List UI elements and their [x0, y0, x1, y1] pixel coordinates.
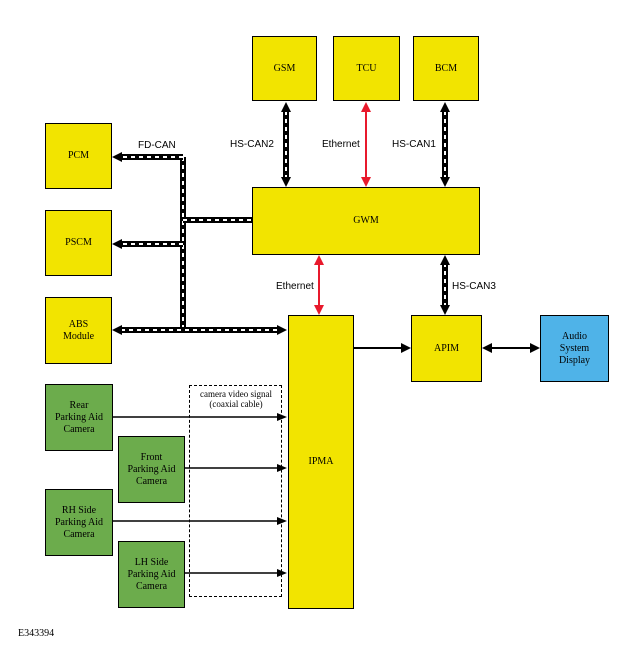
audio-system-display: Audio System Display	[540, 315, 609, 382]
gwm-label: GWM	[353, 215, 379, 226]
camera-signal-label-line2: (coaxial cable)	[209, 399, 263, 409]
ipma-label: IPMA	[308, 456, 334, 467]
ethernet-tcu-link	[361, 102, 371, 187]
rh-side-camera: RH Side Parking Aid Camera	[45, 489, 113, 556]
gsm-label: GSM	[273, 62, 296, 74]
hs-can2-label: HS-CAN2	[230, 139, 274, 150]
ethernet-tcu-label: Ethernet	[322, 139, 360, 150]
pscm-module: PSCM	[45, 210, 112, 276]
front-camera-label: Front Parking Aid Camera	[127, 451, 176, 487]
fd-can-label: FD-CAN	[138, 140, 176, 151]
camera-signal-label: camera video signal (coaxial cable)	[191, 389, 281, 409]
ipma-apim-link	[354, 343, 411, 353]
ethernet-ipma-link	[314, 255, 324, 315]
hs-can1-label: HS-CAN1	[392, 139, 436, 150]
hs-can3-label: HS-CAN3	[452, 281, 496, 292]
bcm-label: BCM	[434, 62, 458, 74]
gsm-module: GSM	[252, 36, 317, 101]
pscm-label: PSCM	[65, 237, 92, 248]
hs-can2-link	[281, 102, 291, 187]
lh-camera-label: LH Side Parking Aid Camera	[127, 556, 176, 592]
ipma-module: IPMA	[288, 315, 354, 609]
front-camera: Front Parking Aid Camera	[118, 436, 185, 503]
apim-audio-link	[482, 343, 540, 353]
apim-module: APIM	[411, 315, 482, 382]
hs-can1-link	[440, 102, 450, 187]
gwm-module: GWM	[252, 187, 480, 255]
tcu-label: TCU	[356, 62, 377, 74]
audio-label: Audio System Display	[558, 330, 591, 366]
rh-camera-label: RH Side Parking Aid Camera	[54, 504, 104, 540]
ethernet-ipma-label: Ethernet	[276, 281, 314, 292]
camera-video-lines	[113, 413, 287, 577]
rear-camera: Rear Parking Aid Camera	[45, 384, 113, 451]
hs-can3-link	[440, 255, 450, 315]
fd-can-bus	[112, 152, 287, 335]
bcm-module: BCM	[413, 36, 479, 101]
camera-signal-region	[189, 385, 282, 597]
figure-id: E343394	[18, 628, 55, 639]
abs-module: ABS Module	[45, 297, 112, 364]
pcm-module: PCM	[45, 123, 112, 189]
camera-signal-label-line1: camera video signal	[200, 389, 272, 399]
lh-side-camera: LH Side Parking Aid Camera	[118, 541, 185, 608]
abs-label: ABS Module	[62, 318, 95, 342]
apim-label: APIM	[433, 342, 459, 354]
pcm-label: PCM	[67, 150, 90, 161]
tcu-module: TCU	[333, 36, 400, 101]
rear-camera-label: Rear Parking Aid Camera	[54, 399, 104, 435]
